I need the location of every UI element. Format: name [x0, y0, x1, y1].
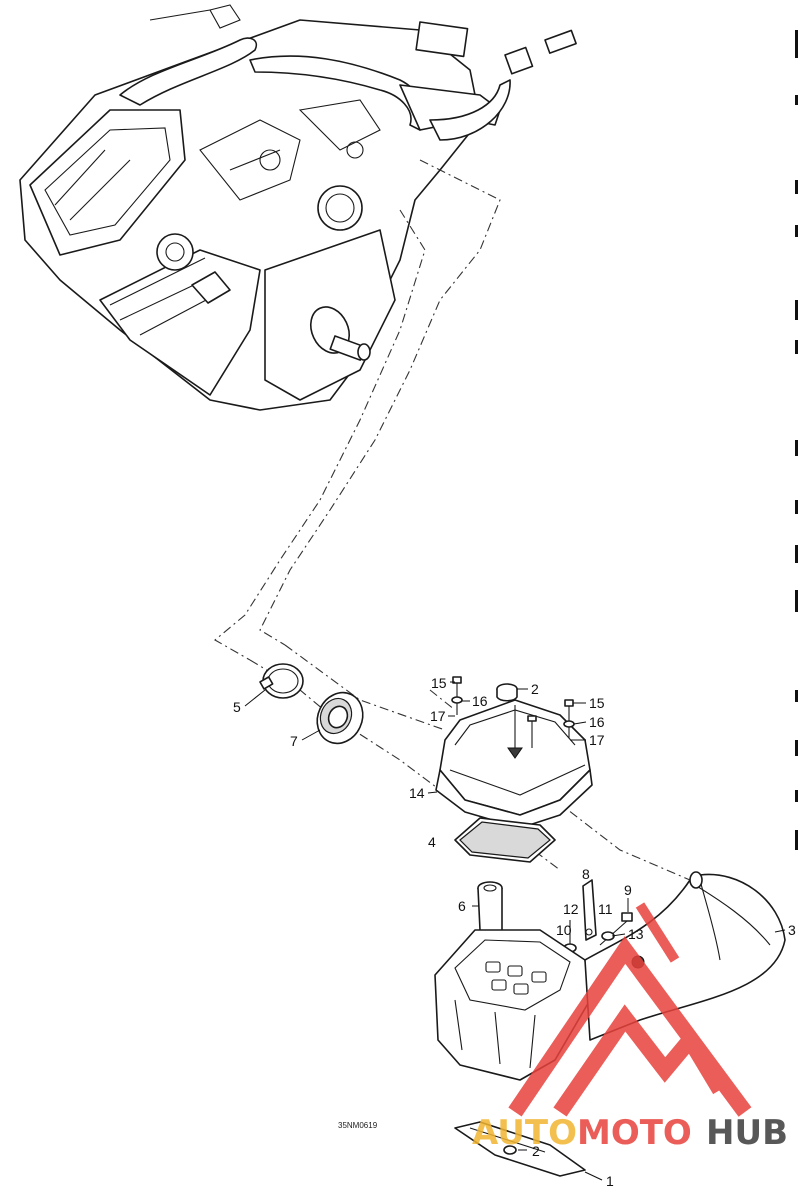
part-1-2-bottom — [454, 1121, 586, 1177]
part-15-16-17-fastener-left — [451, 676, 463, 715]
part-5-clamp — [259, 663, 304, 699]
callout-17: 17 — [589, 732, 605, 748]
callout-2: 2 — [531, 681, 539, 697]
callout-17: 17 — [430, 708, 446, 724]
callout-9: 9 — [624, 882, 632, 898]
callout-16: 16 — [589, 714, 605, 730]
watermark: AUTO MOTO HUB — [472, 902, 788, 1153]
part-7-boot — [316, 691, 364, 745]
callout-14: 14 — [409, 785, 425, 801]
callout-2: 2 — [532, 1143, 540, 1159]
callout-15: 15 — [589, 695, 605, 711]
part-14-airbox-cover — [435, 699, 593, 829]
callout-labels: 15 2 16 17 15 16 17 5 7 14 4 8 9 12 11 6… — [233, 675, 796, 1189]
engine-assembly — [19, 4, 577, 411]
callout-15: 15 — [431, 675, 447, 691]
callout-5: 5 — [233, 699, 241, 715]
callout-11: 11 — [598, 901, 613, 917]
drawing-code: 35NM0619 — [338, 1121, 378, 1130]
part-6-tube — [477, 881, 503, 936]
callout-13: 13 — [628, 926, 644, 942]
callout-8: 8 — [582, 866, 590, 882]
leader-lines — [244, 681, 786, 1181]
callout-16: 16 — [472, 693, 488, 709]
callout-12: 12 — [563, 901, 579, 917]
part-3-airbox-base — [434, 871, 786, 1081]
callout-3: 3 — [788, 922, 796, 938]
callout-10: 10 — [556, 922, 572, 938]
watermark-logo — [508, 902, 752, 1117]
watermark-moto: MOTO — [577, 1113, 692, 1153]
page-edge-marks — [795, 30, 798, 850]
watermark-hub: HUB — [706, 1113, 788, 1153]
callout-7: 7 — [290, 733, 298, 749]
part-8-bracket — [582, 879, 597, 941]
watermark-auto: AUTO — [472, 1113, 577, 1153]
part-2-grommet — [496, 683, 518, 702]
callout-1: 1 — [606, 1173, 614, 1189]
callout-6: 6 — [458, 898, 466, 914]
callout-4: 4 — [428, 834, 436, 850]
part-4-filter — [454, 817, 556, 863]
